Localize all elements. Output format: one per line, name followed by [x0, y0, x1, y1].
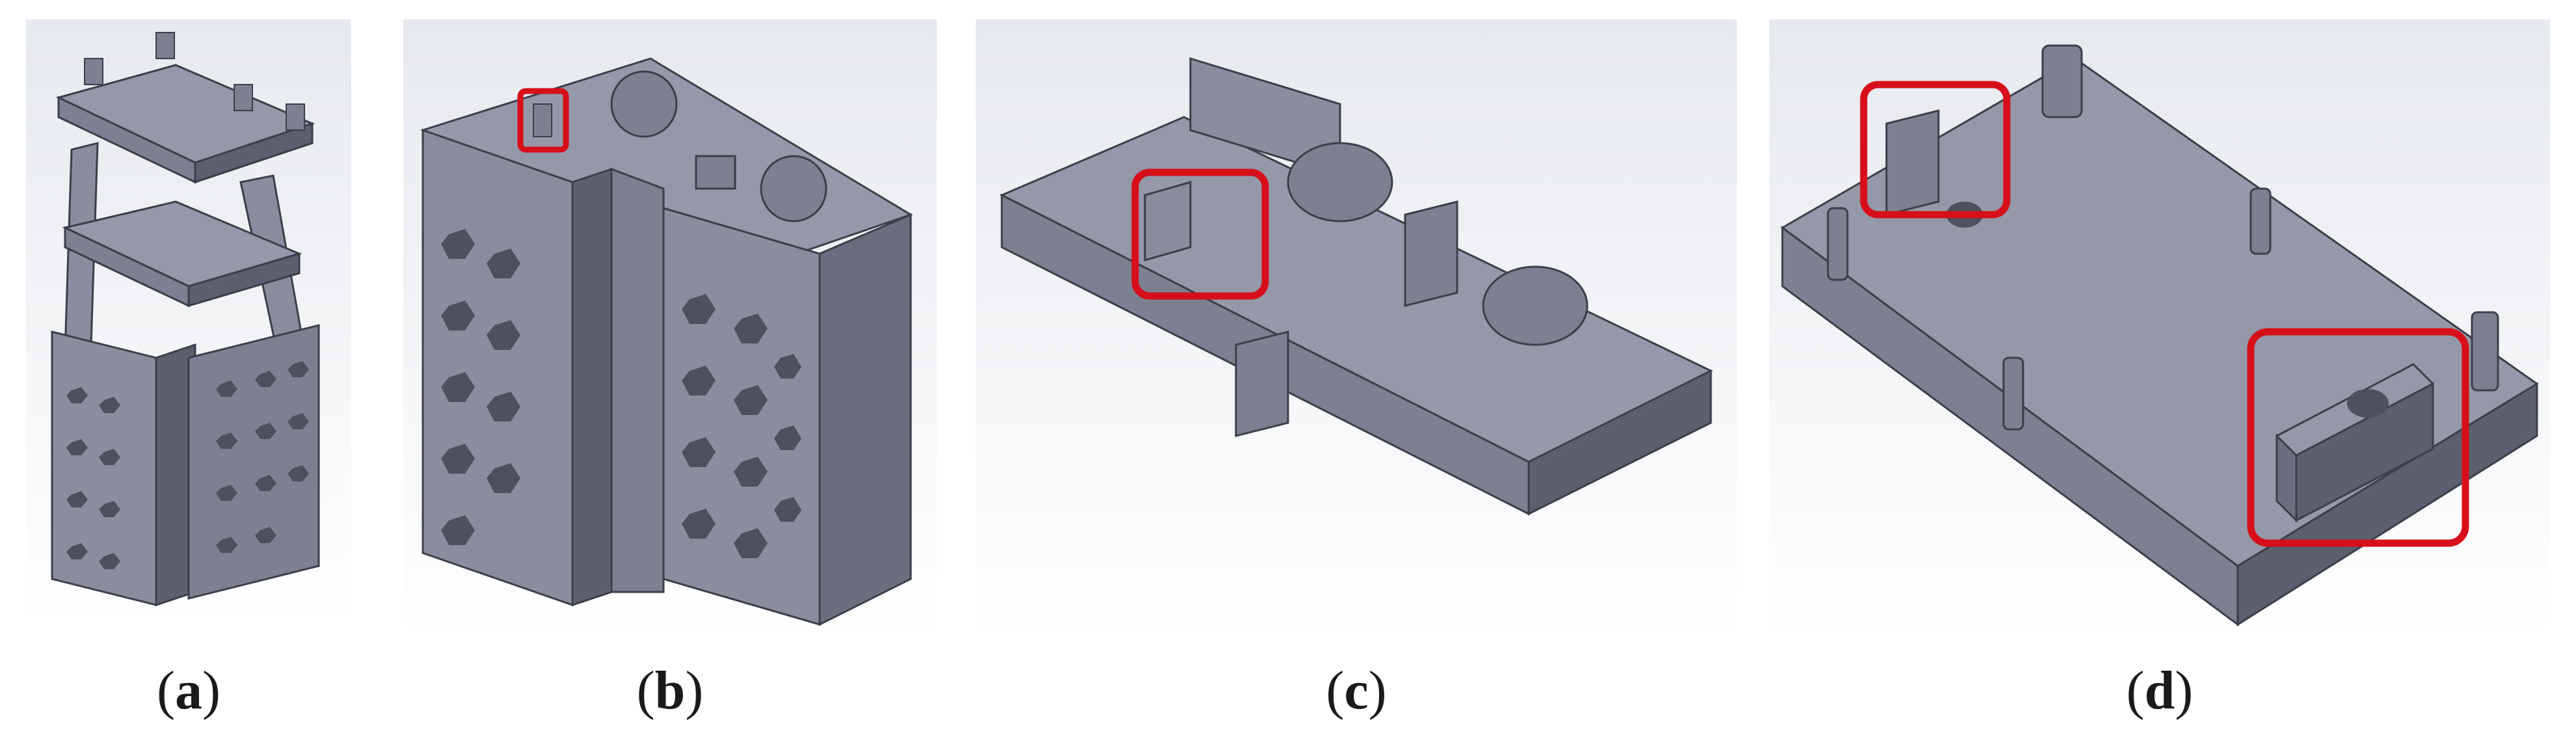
panel-a-image [26, 20, 351, 625]
panel-d-image [1769, 20, 2550, 638]
panel-c-image [976, 20, 1737, 638]
cad-render-assembly [26, 20, 351, 625]
highlight-box [517, 88, 569, 153]
cad-render-frame-module [403, 20, 937, 638]
panel-b-caption: (b) [636, 660, 704, 721]
cad-render-bottom-plate [1769, 20, 2550, 638]
panel-c-caption: (c) [1326, 660, 1387, 721]
panel-a-caption: (a) [157, 660, 221, 721]
highlight-box [1860, 81, 2011, 219]
highlight-box [2247, 328, 2469, 547]
panel-b-image [403, 20, 937, 638]
panel-d-caption: (d) [2126, 660, 2194, 721]
cad-render-base-plate [976, 20, 1737, 638]
highlight-box [1131, 168, 1269, 300]
